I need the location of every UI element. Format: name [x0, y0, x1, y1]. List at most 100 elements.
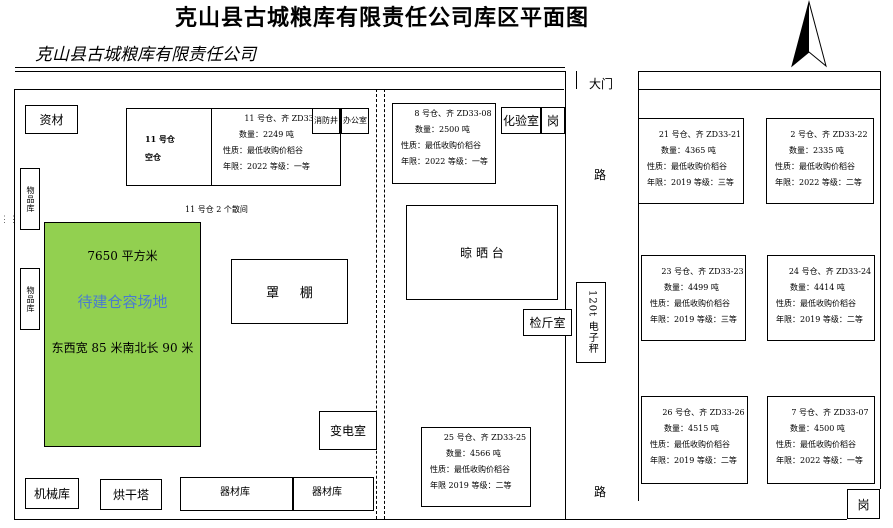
warehouse-25-year: 年限 2019 等级：二等	[430, 481, 512, 490]
warehouse-25-qty: 数量：4566 吨	[446, 449, 501, 458]
warehouse-8-id: 8 号仓、齐 ZD33-08	[414, 109, 492, 118]
xiaofangjing-building: 消防井	[312, 108, 340, 134]
warehouse-11-name: 11 号仓 空仓	[145, 131, 175, 166]
warehouse-24: 24 号仓、齐 ZD33-24 数量：4414 吨 性质：最低收购价稻谷 年限：…	[767, 255, 875, 341]
road-divider-2	[384, 89, 385, 519]
gang-booth-1: 岗	[541, 107, 565, 134]
warehouse-24-qty: 数量：4414 吨	[790, 283, 845, 292]
warehouse-23-info: 23 号仓、齐 ZD33-23 数量：4499 吨 性质：最低收购价稻谷 年限：…	[642, 264, 759, 332]
page-title: 克山县古城粮库有限责任公司库区平面图	[175, 5, 590, 31]
warehouse-23-year: 年限：2019 等级：三等	[650, 315, 737, 324]
main-road-left	[565, 71, 566, 519]
north-arrow-icon	[791, 0, 827, 68]
green-area: 7650 平方米 待建仓容场地 东西宽 85 米南北长 90 米	[44, 222, 201, 447]
warehouse-25-info: 25 号仓、齐 ZD33-25 数量：4566 吨 性质：最低收购价稻谷 年限 …	[422, 430, 544, 498]
ziliao-building: 资材	[25, 105, 78, 134]
gang-booth-2: 岗	[847, 489, 880, 519]
warehouse-21: 21 号仓、齐 ZD33-21 数量：4365 吨 性质：最低收购价稻谷 年限：…	[638, 118, 744, 204]
warehouse-26-qty: 数量：4515 吨	[664, 424, 719, 433]
warehouse-23-qty: 数量：4499 吨	[664, 283, 719, 292]
warehouse-21-id: 21 号仓、齐 ZD33-21	[658, 130, 742, 139]
warehouse-8-year: 年限：2022 等级：一等	[401, 157, 488, 166]
damen-label: 大门	[589, 77, 614, 91]
huayanshi-building: 化验室	[501, 107, 541, 134]
green-area-dims: 东西宽 85 米南北长 90 米	[51, 341, 194, 355]
warehouse-2-id: 2 号仓、齐 ZD33-22	[790, 130, 868, 139]
right-wall-lower	[880, 89, 881, 489]
warehouse-11: 11 号仓 空仓 11 号仓、齐 ZD33-11 数量：2249 吨 性质：最低…	[126, 108, 341, 186]
kongpeng-building: 罩 棚	[231, 259, 348, 324]
warehouse-11-qty: 数量：2249 吨	[239, 130, 294, 139]
qicaiku-label-1: 器材库	[220, 487, 250, 498]
wupinku-label-1: 物品库	[26, 185, 35, 213]
warehouse-8: 8 号仓、齐 ZD33-08 数量：2500 吨 性质：最低收购价稻谷 年限：2…	[392, 103, 496, 184]
liangshaitai-label: 晾 晒 台	[460, 246, 504, 260]
bangongshi-building: 办公室	[341, 108, 369, 134]
warehouse-8-qty: 数量：2500 吨	[415, 125, 470, 134]
warehouse-11-info: 11 号仓、齐 ZD33-11 数量：2249 吨 性质：最低收购价稻谷 年限：…	[215, 111, 352, 179]
warehouse-7-type: 性质：最低收购价稻谷	[776, 440, 856, 449]
jiantingshi-building: 检斤室	[523, 309, 572, 336]
jixieku-building: 机械库	[25, 478, 79, 509]
warehouse-24-year: 年限：2019 等级：二等	[776, 315, 863, 324]
warehouse-23: 23 号仓、齐 ZD33-23 数量：4499 吨 性质：最低收购价稻谷 年限：…	[641, 255, 746, 341]
top-wall-right	[638, 71, 881, 72]
warehouse-24-type: 性质：最低收购价稻谷	[776, 299, 856, 308]
warehouse-8-info: 8 号仓、齐 ZD33-08 数量：2500 吨 性质：最低收购价稻谷 年限：2…	[393, 106, 509, 174]
warehouse-26-type: 性质：最低收购价稻谷	[650, 440, 730, 449]
dianzicheng-scale: 120t 电子秤	[576, 282, 606, 363]
wupinku-building-2: 物品库	[20, 268, 40, 330]
subtitle-underline	[15, 67, 565, 68]
inner-top-wall	[14, 89, 564, 90]
warehouse-26-year: 年限：2019 等级：二等	[650, 456, 737, 465]
warehouse-21-type: 性质：最低收购价稻谷	[647, 162, 727, 171]
warehouse-2-type: 性质：最低收购价稻谷	[775, 162, 855, 171]
warehouse-8-type: 性质：最低收购价稻谷	[401, 141, 481, 150]
warehouse-21-qty: 数量：4365 吨	[661, 146, 716, 155]
ziliao-label: 资材	[39, 113, 64, 127]
warehouse-7-id: 7 号仓、齐 ZD33-07	[791, 408, 869, 417]
warehouse-2-year: 年限：2022 等级：二等	[775, 178, 862, 187]
road-divider-1	[376, 89, 377, 519]
right-wall	[880, 71, 881, 89]
warehouse-24-info: 24 号仓、齐 ZD33-24 数量：4414 吨 性质：最低收购价稻谷 年限：…	[768, 264, 888, 332]
honggan-building: 烘干塔	[100, 479, 162, 510]
warehouse-7: 7 号仓、齐 ZD33-07 数量：4500 吨 性质：最低收购价稻谷 年限：2…	[767, 396, 875, 484]
jiantingshi-label: 检斤室	[529, 316, 566, 330]
qicaiku-building-1: 器材库	[180, 477, 293, 511]
warehouse-21-year: 年限：2019 等级：三等	[647, 178, 734, 187]
bottom-wall	[14, 519, 847, 520]
warehouse-11-name-line2: 空仓	[145, 151, 161, 162]
warehouse-11-type: 性质：最低收购价稻谷	[223, 146, 303, 155]
aisle-11-label: 11 号仓 2 个散间	[185, 205, 248, 214]
warehouse-7-year: 年限：2022 等级：一等	[776, 456, 863, 465]
road-label-2: 路	[594, 485, 607, 499]
inner-top-wall-right	[638, 89, 881, 90]
main-road-right	[638, 71, 639, 501]
warehouse-2: 2 号仓、齐 ZD33-22 数量：2335 吨 性质：最低收购价稻谷 年限：2…	[766, 118, 874, 204]
warehouse-25-id: 25 号仓、齐 ZD33-25	[443, 433, 527, 442]
company-subtitle: 克山县古城粮库有限责任公司	[35, 45, 256, 65]
xiaofangjing-label: 消防井	[314, 116, 338, 125]
green-area-title: 待建仓容场地	[77, 293, 168, 311]
road-label-1: 路	[594, 168, 607, 182]
biandianshi-building: 变电室	[319, 411, 377, 450]
warehouse-26-info: 26 号仓、齐 ZD33-26 数量：4515 吨 性质：最低收购价稻谷 年限：…	[642, 405, 761, 473]
warehouse-11-divider	[211, 109, 212, 185]
bangongshi-label: 办公室	[343, 116, 367, 125]
top-wall-left	[15, 71, 565, 72]
warehouse-2-qty: 数量：2335 吨	[789, 146, 844, 155]
warehouse-7-qty: 数量：4500 吨	[790, 424, 845, 433]
gang-label-1: 岗	[546, 114, 559, 128]
warehouse-23-id: 23 号仓、齐 ZD33-23	[661, 267, 744, 276]
liangshaitai-area: 晾 晒 台	[406, 205, 558, 300]
warehouse-24-id: 24 号仓、齐 ZD33-24	[788, 267, 872, 276]
left-wall	[14, 89, 15, 520]
wupinku-label-2: 物品库	[26, 285, 35, 313]
wupinku-building-1: 物品库	[20, 168, 40, 230]
dianzicheng-label: 120t 电子秤	[586, 290, 598, 355]
warehouse-21-info: 21 号仓、齐 ZD33-21 数量：4365 吨 性质：最低收购价稻谷 年限：…	[639, 127, 757, 195]
warehouse-25-type: 性质：最低收购价稻谷	[430, 465, 510, 474]
qicaiku-label-2: 器材库	[312, 487, 342, 498]
edge-handle: ⋮⋮	[0, 215, 18, 225]
